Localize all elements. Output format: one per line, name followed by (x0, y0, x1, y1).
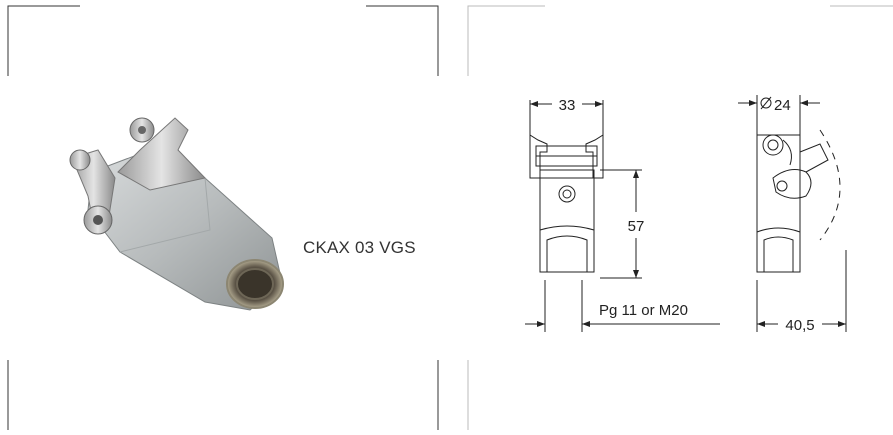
height-dimension-label: 57 (628, 218, 645, 235)
frame-lines-light (467, 5, 893, 430)
thread-dimension-label: Pg 11 or M20 (599, 302, 688, 319)
side-view-arrows (749, 100, 846, 327)
frame-lines (7, 5, 439, 430)
diameter-dimension-label: 24 (774, 97, 791, 114)
side-view-drawing (738, 95, 847, 332)
front-view-arrows (530, 101, 639, 327)
product-model-label: CKAX 03 VGS (303, 238, 416, 257)
width-dimension-label: 33 (559, 97, 576, 114)
front-view-drawing (525, 100, 720, 332)
depth-dimension-label: 40,5 (785, 317, 814, 334)
product-photo (69, 117, 284, 311)
